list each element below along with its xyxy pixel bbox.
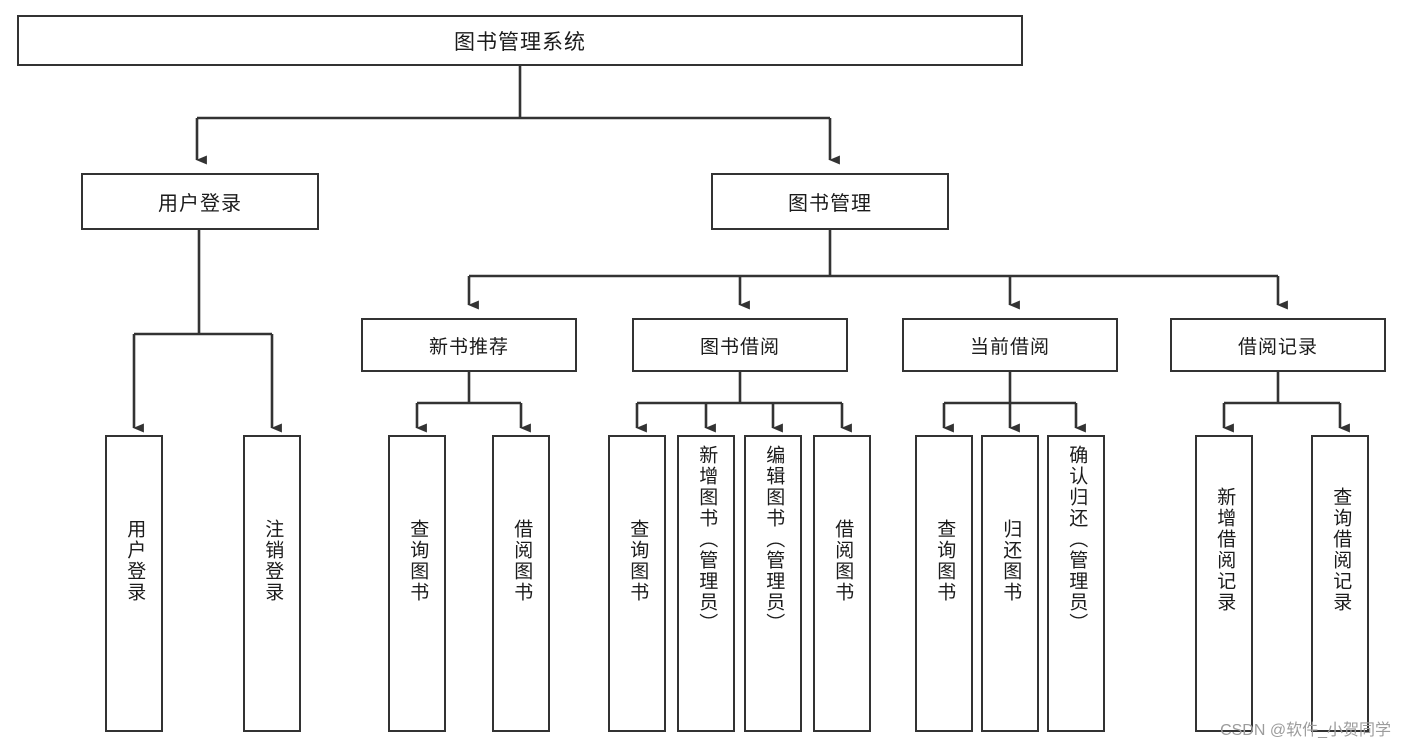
node-root-label: 图书管理系统 xyxy=(454,30,586,54)
node-book-borrow[interactable]: 图书借阅 xyxy=(632,318,848,372)
node-leaf-add-borrow-record[interactable]: 新增借阅记录 xyxy=(1195,435,1253,732)
node-leaf-borrow-query-book-label: 查询图书 xyxy=(627,519,649,603)
node-leaf-return-book-label: 归还图书 xyxy=(1000,519,1022,603)
node-leaf-confirm-return-admin-label: 确认归还（管理员） xyxy=(1066,445,1088,634)
node-new-book-recommend[interactable]: 新书推荐 xyxy=(361,318,577,372)
node-leaf-new-book-borrow[interactable]: 借阅图书 xyxy=(492,435,550,732)
node-leaf-borrow-book-label: 借阅图书 xyxy=(832,519,854,603)
node-leaf-current-query-book[interactable]: 查询图书 xyxy=(915,435,973,732)
node-leaf-return-book[interactable]: 归还图书 xyxy=(981,435,1039,732)
node-leaf-add-book-admin-label: 新增图书（管理员） xyxy=(696,445,718,634)
node-leaf-borrow-query-book[interactable]: 查询图书 xyxy=(608,435,666,732)
node-leaf-user-login-label: 用户登录 xyxy=(124,519,146,603)
node-user-login-label: 用户登录 xyxy=(158,193,242,215)
node-leaf-logout[interactable]: 注销登录 xyxy=(243,435,301,732)
node-leaf-edit-book-admin[interactable]: 编辑图书（管理员） xyxy=(744,435,802,732)
node-borrow-record[interactable]: 借阅记录 xyxy=(1170,318,1386,372)
node-current-borrow-label: 当前借阅 xyxy=(969,336,1050,358)
node-leaf-add-borrow-record-label: 新增借阅记录 xyxy=(1214,487,1236,613)
node-book-manage[interactable]: 图书管理 xyxy=(711,173,949,230)
node-book-borrow-label: 图书借阅 xyxy=(699,336,780,358)
watermark-csdn: CSDN @软件_小贺同学 xyxy=(1220,722,1391,739)
node-leaf-new-book-query[interactable]: 查询图书 xyxy=(388,435,446,732)
node-leaf-borrow-book[interactable]: 借阅图书 xyxy=(813,435,871,732)
node-leaf-query-borrow-record[interactable]: 查询借阅记录 xyxy=(1311,435,1369,732)
node-leaf-edit-book-admin-label: 编辑图书（管理员） xyxy=(763,445,785,634)
node-leaf-logout-label: 注销登录 xyxy=(262,519,284,603)
node-leaf-current-query-book-label: 查询图书 xyxy=(934,519,956,603)
node-book-manage-label: 图书管理 xyxy=(788,193,872,215)
node-new-book-recommend-label: 新书推荐 xyxy=(428,336,509,358)
node-user-login[interactable]: 用户登录 xyxy=(81,173,319,230)
node-leaf-new-book-borrow-label: 借阅图书 xyxy=(511,519,533,603)
node-leaf-add-book-admin[interactable]: 新增图书（管理员） xyxy=(677,435,735,732)
node-root-system[interactable]: 图书管理系统 xyxy=(17,15,1023,66)
node-leaf-user-login[interactable]: 用户登录 xyxy=(105,435,163,732)
node-borrow-record-label: 借阅记录 xyxy=(1237,336,1318,358)
node-leaf-new-book-query-label: 查询图书 xyxy=(407,519,429,603)
node-leaf-query-borrow-record-label: 查询借阅记录 xyxy=(1330,487,1352,613)
node-current-borrow[interactable]: 当前借阅 xyxy=(902,318,1118,372)
node-leaf-confirm-return-admin[interactable]: 确认归还（管理员） xyxy=(1047,435,1105,732)
